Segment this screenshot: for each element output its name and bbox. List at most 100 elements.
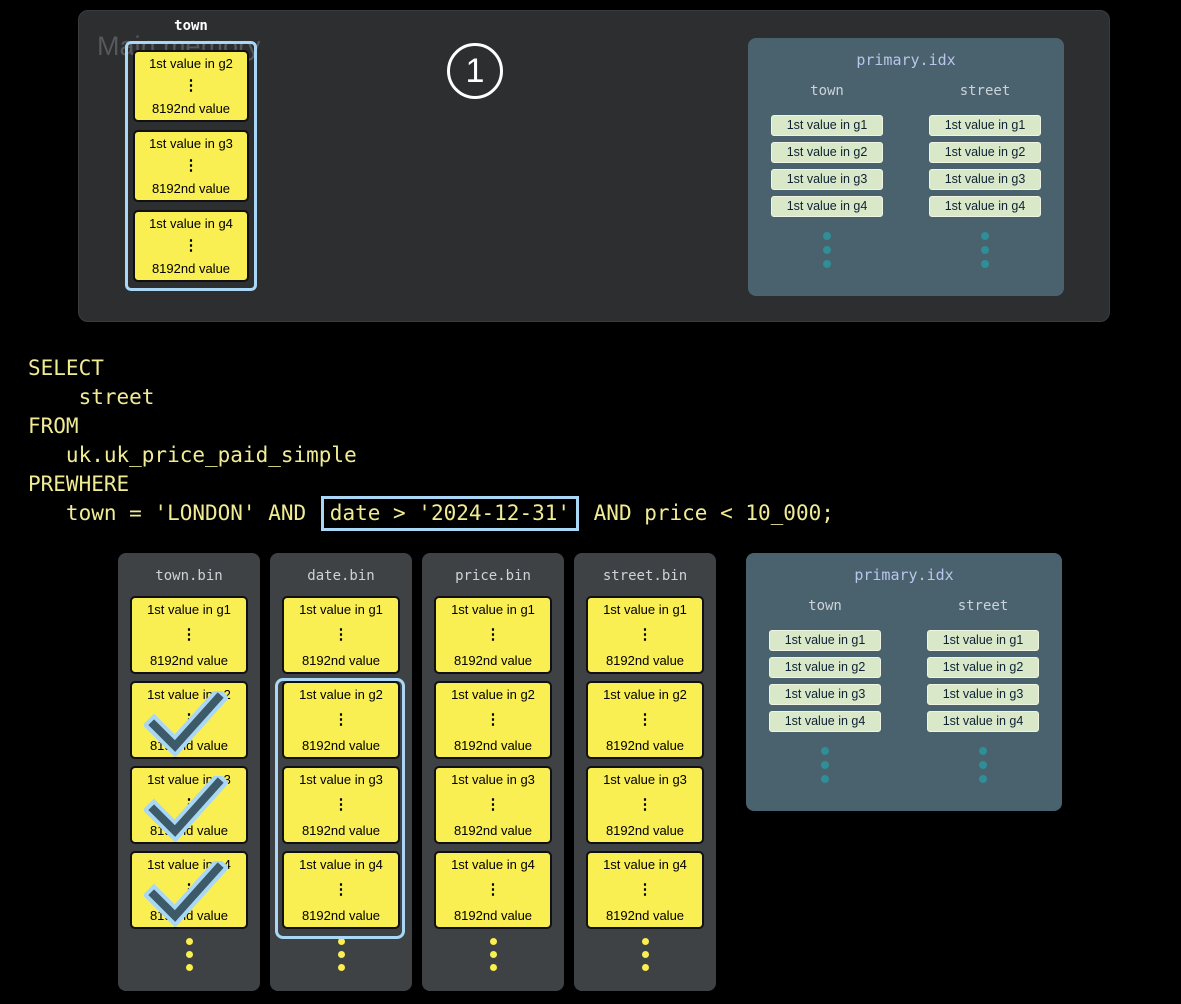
- granule-last-value: 8192nd value: [301, 653, 381, 668]
- granule-first-value: 1st value in g1: [451, 602, 535, 617]
- primary-idx-panel: primary.idx town 1st value in g1 1st val…: [748, 38, 1064, 296]
- town-column-selection-box: 1st value in g2 ⋮ 8192nd value 1st value…: [125, 41, 257, 291]
- granule-first-value: 1st value in g3: [603, 772, 687, 787]
- date-predicate-highlight-box: date > '2024-12-31': [320, 496, 580, 531]
- vertical-ellipsis-icon: ⋮: [333, 711, 349, 728]
- granule-block: 1st value in g2 ⋮ 8192nd value: [586, 681, 704, 759]
- granule-block: 1st value in g1 ⋮ 8192nd value: [282, 596, 400, 674]
- sql-predicate-prefix: town = 'LONDON' AND: [28, 501, 319, 525]
- selected-granules-outline: [275, 678, 405, 939]
- granule-first-value: 1st value in g3: [451, 772, 535, 787]
- granule-last-value: 8192nd value: [453, 908, 533, 923]
- vertical-ellipsis-icon: ⋮: [183, 237, 199, 254]
- granule-last-value: 8192nd value: [151, 101, 231, 116]
- check-icon: [144, 691, 228, 757]
- index-entry: 1st value in g3: [769, 684, 881, 705]
- sql-line: uk.uk_price_paid_simple: [28, 443, 357, 467]
- granule-first-value: 1st value in g3: [149, 136, 233, 151]
- index-entry: 1st value in g3: [929, 169, 1041, 190]
- check-icon: [144, 776, 228, 842]
- vertical-ellipsis-icon: ⋮: [637, 711, 653, 728]
- sql-line: PREWHERE: [28, 472, 130, 496]
- granule-last-value: 8192nd value: [151, 181, 231, 196]
- index-entry: 1st value in g2: [771, 142, 883, 163]
- granule-first-value: 1st value in g4: [603, 857, 687, 872]
- granule-last-value: 8192nd value: [453, 738, 533, 753]
- granule-block: 1st value in g3 ⋮ 8192nd value: [586, 766, 704, 844]
- granule-block: 1st value in g4 ⋮ 8192nd value: [133, 210, 249, 282]
- index-column-header: town: [810, 83, 844, 99]
- granule-block: 1st value in g1 ⋮ 8192nd value: [130, 596, 248, 674]
- index-entry: 1st value in g1: [927, 630, 1039, 651]
- sql-query: SELECT street FROM uk.uk_price_paid_simp…: [28, 354, 834, 531]
- granule-first-value: 1st value in g1: [299, 602, 383, 617]
- granule-last-value: 8192nd value: [453, 653, 533, 668]
- index-entry: 1st value in g3: [927, 684, 1039, 705]
- granule-first-value: 1st value in g4: [149, 216, 233, 231]
- granule-block: 1st value in g2 ⋮ 8192nd value: [133, 50, 249, 122]
- vertical-ellipsis-icon: ⋮: [333, 626, 349, 643]
- step-1-badge: 1: [447, 43, 503, 99]
- granule-last-value: 8192nd value: [149, 653, 229, 668]
- index-entry: 1st value in g4: [771, 196, 883, 217]
- granule-last-value: 8192nd value: [151, 261, 231, 276]
- granule-last-value: 8192nd value: [605, 738, 685, 753]
- granule-first-value: 1st value in g4: [299, 857, 383, 872]
- index-column-header: street: [957, 598, 1009, 614]
- granule-block: 1st value in g4 ⋮ 8192nd value: [586, 851, 704, 929]
- vertical-ellipsis-icon: ⋮: [485, 626, 501, 643]
- vertical-ellipsis-icon: ⋮: [181, 626, 197, 643]
- vertical-ellipsis-icon: ⋮: [333, 881, 349, 898]
- granule-block: 1st value in g4 ⋮ 8192nd value: [282, 851, 400, 929]
- bin-panel-street: street.bin 1st value in g1 ⋮ 8192nd valu…: [574, 553, 716, 991]
- granule-first-value: 1st value in g2: [149, 56, 233, 71]
- granule-first-value: 1st value in g1: [603, 602, 687, 617]
- granule-block: 1st value in g2 ⋮ 8192nd value: [282, 681, 400, 759]
- vertical-ellipsis-icon: ⋮: [183, 77, 199, 94]
- ellipsis-dots-icon: [422, 938, 564, 971]
- granule-first-value: 1st value in g3: [299, 772, 383, 787]
- granule-block: 1st value in g1 ⋮ 8192nd value: [586, 596, 704, 674]
- index-column-town: town 1st value in g1 1st value in g2 1st…: [746, 598, 904, 783]
- granule-first-value: 1st value in g1: [147, 602, 231, 617]
- vertical-ellipsis-icon: ⋮: [637, 796, 653, 813]
- index-entry: 1st value in g2: [927, 657, 1039, 678]
- bin-file-name: date.bin: [307, 568, 375, 584]
- ellipsis-dots-icon: [979, 747, 987, 783]
- index-entry: 1st value in g4: [929, 196, 1041, 217]
- granule-last-value: 8192nd value: [301, 738, 381, 753]
- index-column-town: town 1st value in g1 1st value in g2 1st…: [748, 83, 906, 268]
- index-column-street: street 1st value in g1 1st value in g2 1…: [904, 598, 1062, 783]
- index-column-header: town: [808, 598, 842, 614]
- index-entry: 1st value in g3: [771, 169, 883, 190]
- index-entry: 1st value in g1: [771, 115, 883, 136]
- index-entry: 1st value in g2: [769, 657, 881, 678]
- granule-block: 1st value in g1 ⋮ 8192nd value: [434, 596, 552, 674]
- bin-panel-town: town.bin 1st value in g1 ⋮ 8192nd value …: [118, 553, 260, 991]
- town-column: town 1st value in g2 ⋮ 8192nd value 1st …: [125, 17, 257, 291]
- ellipsis-dots-icon: [270, 938, 412, 971]
- granule-first-value: 1st value in g4: [451, 857, 535, 872]
- vertical-ellipsis-icon: ⋮: [637, 881, 653, 898]
- index-entry: 1st value in g2: [929, 142, 1041, 163]
- check-icon: [144, 861, 228, 927]
- sql-line: FROM: [28, 414, 79, 438]
- granule-block: 1st value in g3 ⋮ 8192nd value: [434, 766, 552, 844]
- index-entry: 1st value in g4: [769, 711, 881, 732]
- ellipsis-dots-icon: [574, 938, 716, 971]
- bin-file-name: price.bin: [455, 568, 531, 584]
- vertical-ellipsis-icon: ⋮: [333, 796, 349, 813]
- vertical-ellipsis-icon: ⋮: [485, 881, 501, 898]
- ellipsis-dots-icon: [823, 232, 831, 268]
- bin-panel-price: price.bin 1st value in g1 ⋮ 8192nd value…: [422, 553, 564, 991]
- granule-last-value: 8192nd value: [605, 908, 685, 923]
- ellipsis-dots-icon: [981, 232, 989, 268]
- granule-block: 1st value in g4 ⋮ 8192nd value: [434, 851, 552, 929]
- granule-last-value: 8192nd value: [605, 653, 685, 668]
- sql-line: town = 'LONDON' AND date > '2024-12-31' …: [28, 496, 834, 531]
- town-column-label: town: [174, 18, 208, 34]
- bin-panel-date: date.bin 1st value in g1 ⋮ 8192nd value …: [270, 553, 412, 991]
- ellipsis-dots-icon: [118, 938, 260, 971]
- granule-block: 1st value in g3 ⋮ 8192nd value: [282, 766, 400, 844]
- index-entry: 1st value in g1: [769, 630, 881, 651]
